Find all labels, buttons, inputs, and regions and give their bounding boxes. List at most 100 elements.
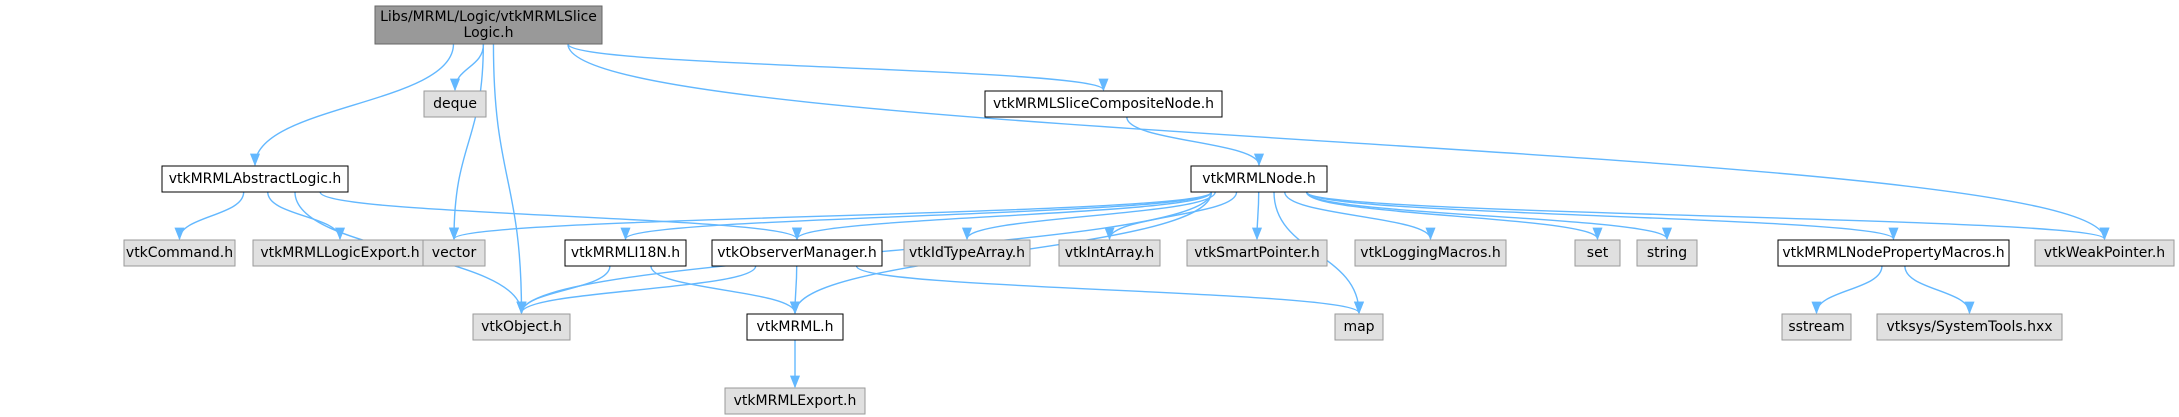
node-vtkMRMLSliceCompositeNode[interactable]: vtkMRMLSliceCompositeNode.h xyxy=(984,90,1223,118)
node-label: vtkIntArray.h xyxy=(1065,245,1154,261)
edge-root-to-vtkMRMLAbstractLogic xyxy=(249,43,455,167)
node-box xyxy=(903,239,1031,267)
node-box xyxy=(374,5,603,45)
node-label: vtkMRML.h xyxy=(757,319,834,335)
edge-vtkMRMLNode-to-vector xyxy=(449,191,1213,241)
node-label: vector xyxy=(432,245,477,261)
node-vtkMRMLNodePropertyMacros[interactable]: vtkMRMLNodePropertyMacros.h xyxy=(1777,239,2010,267)
node-label: sstream xyxy=(1788,319,1844,335)
edge-vtkMRMLNode-to-set xyxy=(1305,191,1603,241)
edge-vtkObserverManager-to-vtkObject xyxy=(516,265,757,315)
node-label: vtkMRMLSliceCompositeNode.h xyxy=(993,96,1214,112)
edge-root-to-vector xyxy=(448,43,485,241)
node-vtkMRMLI18N[interactable]: vtkMRMLI18N.h xyxy=(564,239,687,267)
node-vtkMRMLAbstractLogic[interactable]: vtkMRMLAbstractLogic.h xyxy=(161,165,349,193)
node-vtkMRMLLogicExport: vtkMRMLLogicExport.h xyxy=(252,239,428,267)
node-label: vtkMRMLExport.h xyxy=(734,393,857,409)
edge-vtkMRMLI18N-to-vtkObject xyxy=(516,265,611,315)
node-label: vtkCommand.h xyxy=(126,245,233,261)
node-box xyxy=(711,239,883,267)
node-vtkSmartPointer: vtkSmartPointer.h xyxy=(1186,239,1328,267)
node-deque: deque xyxy=(423,90,487,118)
node-box xyxy=(123,239,236,267)
node-vtkLoggingMacros: vtkLoggingMacros.h xyxy=(1354,239,1507,267)
node-set: set xyxy=(1574,239,1621,267)
edge-vtkMRMLNode-to-vtkWeakPointer xyxy=(1305,191,2110,241)
node-box xyxy=(422,239,486,267)
node-label: string xyxy=(1647,245,1687,261)
node-box xyxy=(423,90,487,118)
node-label: Libs/MRML/Logic/vtkMRMLSlice xyxy=(380,9,597,25)
node-label: Logic.h xyxy=(464,25,514,41)
node-label: vtkWeakPointer.h xyxy=(2044,245,2165,261)
edge-root-to-vtkMRMLSliceCompositeNode xyxy=(567,43,1109,92)
node-label: vtkObserverManager.h xyxy=(717,245,877,261)
node-string: string xyxy=(1636,239,1698,267)
node-sstream: sstream xyxy=(1781,313,1852,341)
node-box xyxy=(1186,239,1328,267)
node-box xyxy=(2034,239,2175,267)
node-label: vtkLoggingMacros.h xyxy=(1360,245,1500,261)
node-box xyxy=(1334,313,1384,341)
node-vtkMRMLNode[interactable]: vtkMRMLNode.h xyxy=(1190,165,1328,193)
node-label: set xyxy=(1587,245,1609,261)
edge-vtkMRMLI18N-to-vtkMRML xyxy=(650,265,800,315)
node-box xyxy=(724,387,866,415)
node-vector: vector xyxy=(422,239,486,267)
node-box xyxy=(161,165,349,193)
node-box xyxy=(1777,239,2010,267)
node-vtkMRMLExport: vtkMRMLExport.h xyxy=(724,387,866,415)
node-box xyxy=(1781,313,1852,341)
edge-vtkMRMLAbstractLogic-to-vtkObserverManager xyxy=(319,191,802,241)
node-box xyxy=(564,239,687,267)
node-box xyxy=(1636,239,1698,267)
edge-vtkObserverManager-to-vtkMRML xyxy=(789,265,801,315)
node-vtkObject: vtkObject.h xyxy=(472,313,571,341)
edge-vtkMRMLNode-to-vtkIdTypeArray xyxy=(962,191,1216,241)
edge-vtkMRMLNodePropertyMacros-to-sstream xyxy=(1811,265,1883,315)
edge-vtkMRMLNode-to-string xyxy=(1305,191,1672,241)
node-box xyxy=(252,239,428,267)
edge-vtkObserverManager-to-map xyxy=(855,265,1364,315)
node-label: vtksys/SystemTools.hxx xyxy=(1886,319,2052,335)
edge-vtkMRMLAbstractLogic-to-vtkMRMLLogicExport xyxy=(267,191,346,241)
edge-vtkMRMLNode-to-vtkLoggingMacros xyxy=(1284,191,1436,241)
edge-vtkMRMLNode-to-vtkObserverManager xyxy=(792,191,1213,241)
node-map: map xyxy=(1334,313,1384,341)
edge-vtkMRMLNode-to-vtkMRMLNodePropertyMacros xyxy=(1305,191,1899,241)
node-label: vtkMRMLI18N.h xyxy=(571,245,680,261)
edge-root-to-vtkWeakPointer xyxy=(567,43,2110,241)
node-box xyxy=(1058,239,1161,267)
node-label: vtkIdTypeArray.h xyxy=(909,245,1025,261)
node-vtksysSystemTools: vtksys/SystemTools.hxx xyxy=(1876,313,2063,341)
edge-vtkMRMLNode-to-vtkSmartPointer xyxy=(1251,191,1263,241)
edge-root-to-vtkObject xyxy=(492,43,527,315)
edge-vtkMRMLNode-to-vtkMRMLI18N xyxy=(620,191,1213,241)
edge-layer xyxy=(174,43,2110,389)
edge-vtkMRMLSliceCompositeNode-to-vtkMRMLNode xyxy=(1126,116,1264,167)
node-label: vtkMRMLNode.h xyxy=(1202,171,1315,187)
node-vtkMRML[interactable]: vtkMRML.h xyxy=(746,313,844,341)
node-box xyxy=(1876,313,2063,341)
node-box xyxy=(1354,239,1507,267)
node-label: vtkMRMLAbstractLogic.h xyxy=(169,171,342,187)
node-vtkIntArray: vtkIntArray.h xyxy=(1058,239,1161,267)
edge-vtkMRMLAbstractLogic-to-vtkCommand xyxy=(174,191,245,241)
node-label: vtkObject.h xyxy=(481,319,562,335)
node-label: deque xyxy=(433,96,477,112)
node-box xyxy=(984,90,1223,118)
node-box xyxy=(746,313,844,341)
edge-root-to-deque xyxy=(449,43,485,92)
node-label: map xyxy=(1343,319,1374,335)
node-box xyxy=(472,313,571,341)
node-label: vtkMRMLLogicExport.h xyxy=(260,245,419,261)
edge-vtkMRMLNodePropertyMacros-to-vtksysSystemTools xyxy=(1904,265,1975,315)
node-vtkObserverManager[interactable]: vtkObserverManager.h xyxy=(711,239,883,267)
node-vtkIdTypeArray: vtkIdTypeArray.h xyxy=(903,239,1031,267)
node-box xyxy=(1190,165,1328,193)
node-box xyxy=(1574,239,1621,267)
node-vtkCommand: vtkCommand.h xyxy=(123,239,236,267)
